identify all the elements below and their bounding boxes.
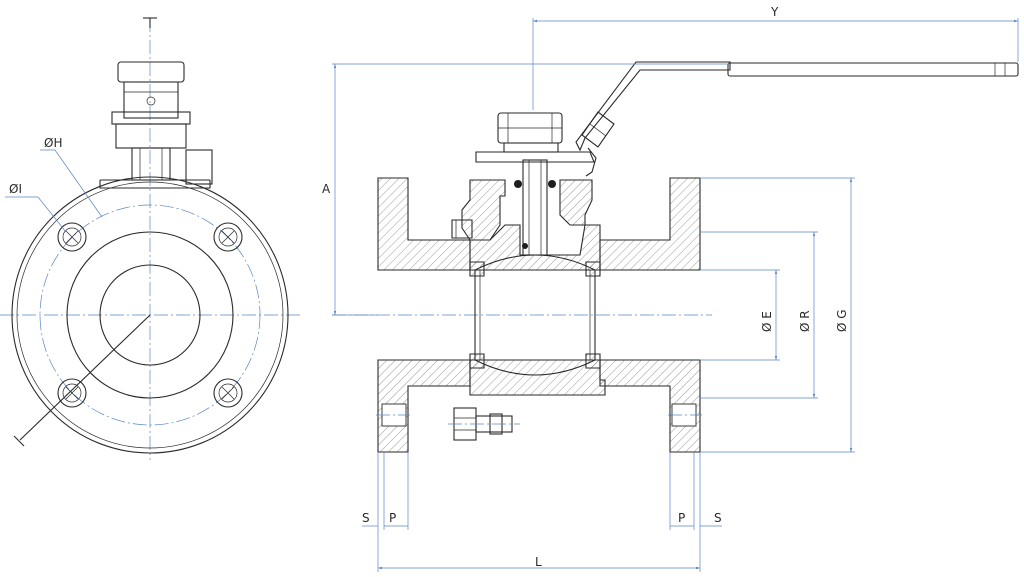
ball-bottom-arc [474,359,596,376]
stem [522,159,548,256]
stem-o-ring [548,180,556,188]
dimension-label-P-left: P [389,511,396,525]
dimension-label-S-right: S [714,511,722,525]
body-bolt [448,407,520,441]
dimension-label-L: L [535,555,542,569]
dimension-lines [332,18,1019,572]
bolt-circle [39,204,261,426]
bolt-hole [57,222,87,252]
dimension-label-E: Ø E [760,311,774,332]
bonnet-right [559,179,593,226]
bolt-hole [213,222,243,252]
section-mark-bottom [13,435,25,447]
dimension-label-R: Ø R [798,310,812,332]
end-view-stem-assembly [99,61,213,189]
body-upper [469,224,601,271]
flange-raised-face [16,181,284,449]
seat-ring [469,261,485,277]
raised-face-circle [66,231,234,399]
dimension-label-G: Ø G [835,309,849,332]
vent-plug [451,219,473,239]
section-view [332,61,1019,453]
dimension-label-P-right: P [678,511,685,525]
dimension-label-I: ØI [9,182,22,196]
seat-ring [469,353,485,369]
end-view [0,17,300,460]
stem-o-ring [514,180,522,188]
seat-ring [585,261,601,277]
stem-seal [522,243,528,249]
dimension-label-S-left: S [362,511,370,525]
lever-grip [727,62,1019,77]
lever-arm [575,61,731,152]
dimension-label-A: A [322,182,331,196]
dimension-label-Y: Y [770,5,779,19]
handle-lock [581,111,615,148]
bore-circle [99,264,201,366]
bonnet-left [461,179,506,241]
seat-ring [585,353,601,369]
bolt-hole [57,378,87,408]
bolt-hole [213,378,243,408]
right-flange-upper [599,177,701,271]
flange-outer-circle [11,176,289,454]
dimension-label-H: ØH [44,136,62,150]
